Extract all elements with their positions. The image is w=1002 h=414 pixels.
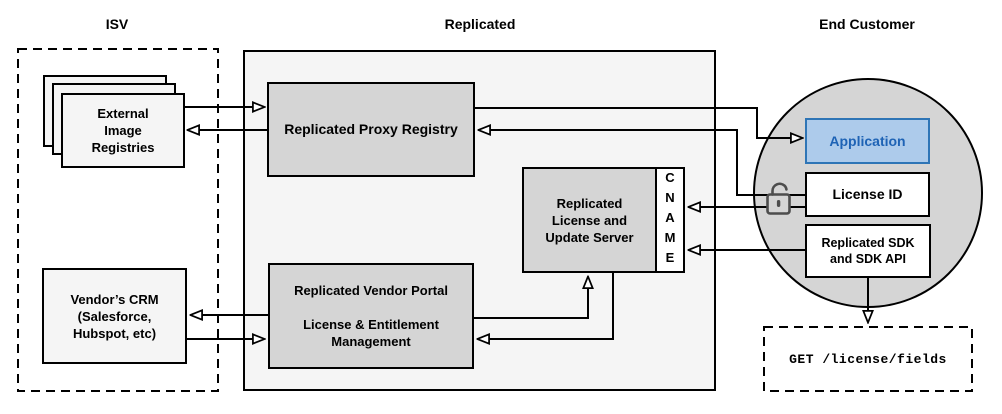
proxy-registry-node: Replicated Proxy Registry: [267, 82, 475, 177]
arrow-portal-to-license-server: [474, 277, 588, 319]
replicated-section-title: Replicated: [444, 16, 516, 32]
vendor-portal-node: Replicated Vendor Portal License & Entit…: [268, 263, 474, 369]
cname-label: CNAME: [662, 170, 678, 270]
vendor-crm-node: Vendor’s CRM (Salesforce, Hubspot, etc): [42, 268, 187, 364]
arrow-license-server-to-portal: [478, 273, 614, 339]
replicated-sdk-node: Replicated SDK and SDK API: [805, 224, 931, 278]
application-node: Application: [805, 118, 930, 164]
external-image-registries-node: External Image Registries: [61, 93, 185, 168]
license-id-node: License ID: [805, 172, 930, 217]
get-endpoint-boundary: [763, 326, 973, 392]
cname-node: CNAME: [655, 167, 685, 273]
license-update-server-node: Replicated License and Update Server: [522, 167, 657, 273]
arrow-proxy-to-application: [475, 107, 802, 138]
end-customer-section-title: End Customer: [819, 16, 915, 32]
get-endpoint-label: GET /license/fields: [789, 351, 947, 367]
isv-section-title: ISV: [105, 16, 129, 32]
unlocked-padlock-icon: [766, 182, 791, 215]
